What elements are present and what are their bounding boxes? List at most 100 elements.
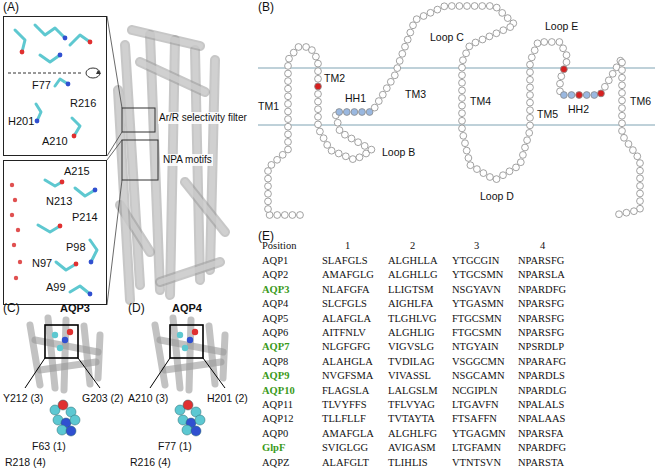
residue-circle	[591, 92, 598, 99]
sequence-cell: AIGHLFA	[388, 298, 433, 310]
residue-circle	[474, 166, 481, 173]
channel-cartoon	[25, 318, 100, 436]
residue-circle	[285, 78, 292, 85]
residue-circle	[637, 190, 644, 197]
residue-circle	[459, 125, 466, 132]
residue-circle	[394, 65, 401, 72]
sequence-cell: YTGAGMN	[452, 428, 506, 440]
sequence-cell: TFLVYAG	[388, 399, 435, 411]
residue-circle	[527, 61, 534, 68]
sequence-cell: NPARSFG	[518, 298, 564, 310]
sequence-cell: LALGSLM	[388, 385, 438, 397]
atom-sphere	[177, 332, 183, 338]
residue-circle	[387, 78, 394, 85]
sequence-cell: NPALALS	[518, 399, 564, 411]
residue-stick	[40, 55, 60, 62]
residue-circle	[531, 47, 538, 54]
sequence-cell: SVIGLGG	[322, 442, 368, 454]
table-header: 4	[540, 240, 545, 252]
atom-sphere	[67, 329, 73, 335]
residue-circle	[391, 72, 398, 79]
residue-label: Y212 (3)	[3, 392, 43, 404]
residue-circle	[619, 127, 626, 134]
residue-circle	[459, 72, 466, 79]
sequence-cell: ALGHLFG	[388, 428, 437, 440]
zoom-box	[170, 325, 203, 358]
residue-circle	[465, 155, 472, 162]
residue-circle	[459, 110, 466, 117]
residue-circle	[609, 70, 616, 77]
residue-circle	[265, 183, 272, 190]
residue-stick	[38, 225, 60, 232]
residue-circle	[459, 95, 466, 102]
panel-letter: (A)	[3, 1, 19, 15]
table-row-name: AQP12	[262, 413, 294, 425]
residue-circle	[459, 79, 466, 86]
atom-sphere	[58, 400, 68, 410]
residue-circle	[427, 9, 434, 16]
atom	[35, 119, 40, 124]
sequence-cell: FTGCSMN	[452, 327, 502, 339]
residue-circle	[286, 55, 293, 62]
zoom-box	[122, 140, 158, 180]
residue-circle	[619, 120, 626, 127]
sequence-cell: YTGCGIN	[452, 255, 499, 267]
sequence-cell: SLCFGLS	[322, 298, 367, 310]
residue-label: A99	[46, 281, 66, 294]
sequence-cell: NPARSFG	[518, 327, 564, 339]
residue-circle	[285, 101, 292, 108]
residue-circle	[342, 153, 349, 160]
residue-label: A210 (3)	[128, 392, 168, 404]
sequence-cell: ALGHLLG	[388, 269, 438, 281]
residue-stick	[75, 188, 95, 196]
zoom-leader	[25, 358, 45, 388]
residue-circle	[459, 87, 466, 94]
residue-circle	[637, 183, 644, 190]
residue-circle	[375, 98, 382, 105]
annotation: Ar/R selectivity filter	[158, 112, 248, 124]
sequence-cell: NPSRDLP	[518, 341, 564, 353]
residue-circle	[351, 109, 358, 116]
residue-circle	[328, 147, 335, 154]
helix	[40, 362, 96, 370]
table-row-name: AQP4	[262, 298, 288, 310]
residue-circle	[290, 49, 297, 56]
sequence-cell: ALGHLIG	[388, 327, 435, 339]
water-molecule	[14, 276, 18, 280]
residue-circle	[541, 39, 548, 46]
table-header: 3	[474, 240, 479, 252]
residue-circle	[285, 63, 292, 70]
residue-circle	[602, 83, 609, 90]
sequence-cell: ALGHLLA	[388, 255, 438, 267]
atom	[72, 134, 77, 139]
residue-circle	[522, 144, 529, 151]
sequence-cell: NSGYAVN	[452, 284, 501, 296]
residue-circle	[527, 69, 534, 76]
table-row-name: AQP11	[262, 399, 293, 411]
residue-circle	[456, 3, 463, 10]
residue-circle	[605, 77, 612, 84]
water-molecule	[10, 183, 14, 187]
atom-sphere	[66, 426, 76, 436]
residue-stick	[45, 180, 62, 186]
residue-circle	[623, 209, 630, 216]
sequence-cell: TLLFLLF	[322, 413, 366, 425]
residue-circle	[297, 212, 304, 219]
helix	[64, 320, 66, 390]
sequence-cell: AVIGASM	[388, 442, 436, 454]
residue-label: F77	[32, 79, 51, 92]
helix	[132, 30, 200, 46]
annotation: NPA motifs	[162, 154, 213, 166]
residue-circle	[598, 90, 605, 97]
inset-box: F77R216H201A210	[3, 16, 107, 156]
sequence-cell: NPALAAS	[518, 413, 565, 425]
residue-circle	[479, 3, 486, 10]
sequence-cell: ALAFGLA	[322, 313, 371, 325]
atom	[60, 180, 65, 185]
atom-sphere	[70, 415, 80, 425]
residue-circle	[265, 198, 272, 205]
atom-sphere	[182, 345, 188, 351]
residue-circle	[460, 132, 467, 139]
sequence-cell: FTGCSMN	[452, 313, 502, 325]
residue-circle	[576, 92, 583, 99]
